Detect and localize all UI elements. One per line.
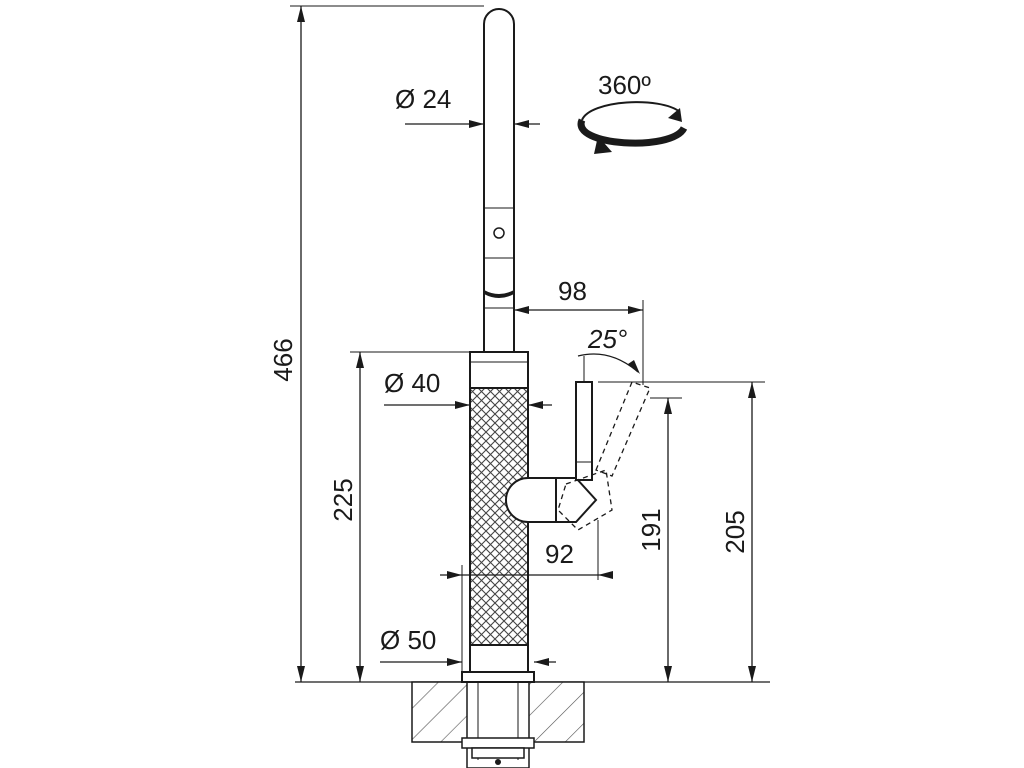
dim-body-diameter: Ø 40 bbox=[384, 368, 552, 409]
dim-lever-height: 191 bbox=[636, 397, 682, 682]
body-diameter-label: Ø 40 bbox=[384, 368, 440, 398]
faucet bbox=[461, 8, 651, 683]
dim-spout-diameter: Ø 24 bbox=[395, 84, 540, 128]
lever-joint bbox=[555, 477, 598, 523]
lever-top-height-label: 205 bbox=[720, 510, 750, 553]
countertop-section bbox=[295, 681, 770, 768]
lever-alt-position bbox=[557, 381, 651, 531]
mounting-nut bbox=[461, 737, 535, 749]
spray-button bbox=[493, 227, 505, 239]
dim-total-height: 466 bbox=[268, 5, 484, 682]
dim-spout-reach: 98 bbox=[513, 276, 644, 385]
spout-diameter-label: Ø 24 bbox=[395, 84, 451, 114]
spout-reach-label: 98 bbox=[558, 276, 587, 306]
spout bbox=[483, 8, 515, 353]
dim-body-height: 225 bbox=[328, 351, 470, 682]
lever-reach-label: 92 bbox=[545, 539, 574, 569]
base-ring bbox=[461, 671, 535, 683]
body-height-label: 225 bbox=[328, 478, 358, 521]
rotation-label: 360º bbox=[598, 70, 651, 100]
total-height-label: 466 bbox=[268, 338, 298, 381]
base-diameter-label: Ø 50 bbox=[380, 625, 436, 655]
lever-handle bbox=[575, 381, 593, 481]
dim-lever-angle: 25° bbox=[577, 324, 640, 382]
rotation-symbol: 360º bbox=[577, 70, 688, 154]
lever-height-label: 191 bbox=[636, 508, 666, 551]
lever-angle-label: 25° bbox=[587, 324, 627, 354]
rotation-arrow-icon bbox=[594, 136, 612, 154]
dim-base-diameter: Ø 50 bbox=[380, 625, 556, 666]
dim-lever-reach: 92 bbox=[440, 520, 613, 672]
body-lower-band bbox=[469, 644, 529, 673]
dim-lever-top-height: 205 bbox=[598, 381, 765, 682]
body-upper-band bbox=[469, 351, 529, 389]
